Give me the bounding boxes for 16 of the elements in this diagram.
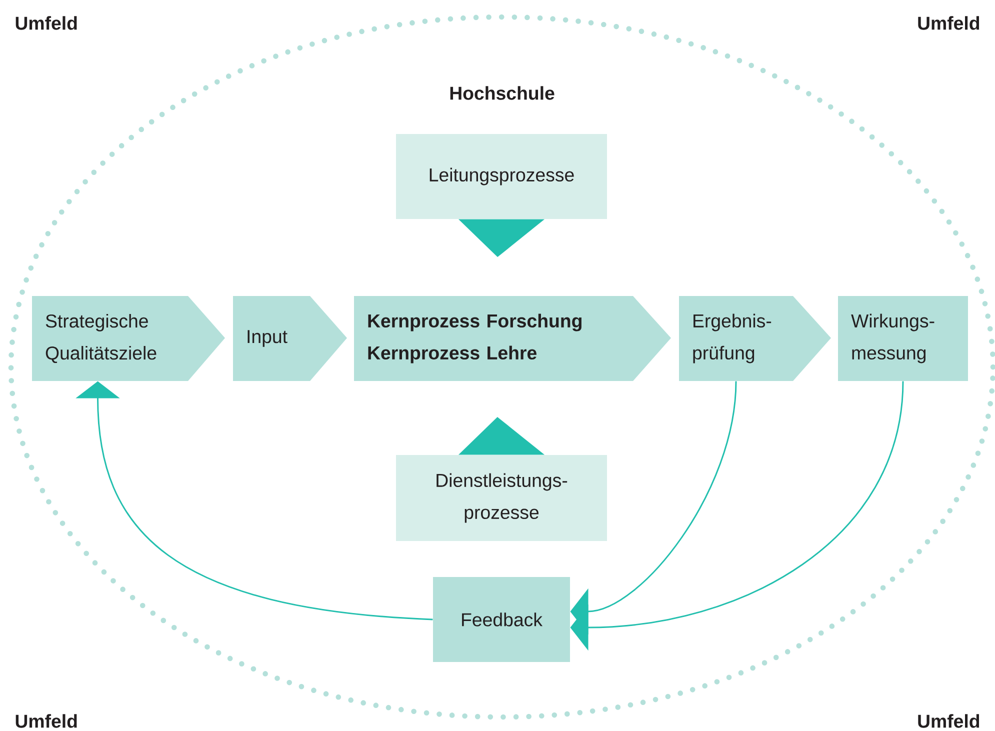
- corner-label: Umfeld: [16, 16, 77, 30]
- corner-label: Umfeld: [16, 714, 77, 728]
- arrow: [458, 416, 544, 455]
- arrow: [458, 219, 544, 258]
- process-arrow-box: Strategische Qualitätsziele: [32, 296, 225, 381]
- corner-label: Umfeld: [918, 714, 980, 728]
- curved-arrow: [76, 381, 433, 620]
- corner-label: Umfeld: [918, 16, 980, 30]
- process-arrow-box: Input: [233, 296, 347, 381]
- process-box: Feedback: [433, 577, 570, 662]
- curved-arrow: [570, 381, 904, 651]
- process-arrow-box: Ergebnis- prüfung: [679, 296, 831, 381]
- process-box: Leitungsprozesse: [396, 134, 607, 219]
- process-box: Dienstleistungs- prozesse: [396, 455, 607, 541]
- heading: Hochschule: [450, 86, 554, 100]
- process-arrow-box: Kernprozess Forschung Kernprozess Lehre: [354, 296, 671, 381]
